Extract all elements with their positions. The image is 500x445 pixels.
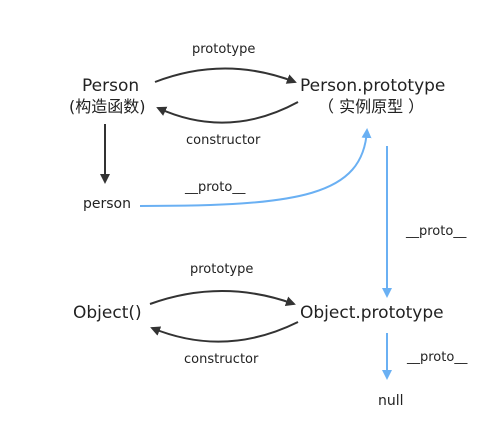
prototype-edge-label-top: prototype — [192, 42, 256, 57]
constructor-arrow-bottom — [150, 321, 299, 343]
proto-arrow-person — [139, 128, 372, 207]
person-prototype-label: Person.prototype — [300, 76, 446, 96]
person-constructor-label: Person — [82, 76, 140, 96]
person-prototype-subtitle: （ 实例原型 ） — [318, 97, 425, 116]
proto-edge-label-object-prototype: __proto__ — [407, 350, 468, 365]
prototype-arrow-bottom — [149, 290, 296, 306]
proto-edge-label-person-prototype: __proto__ — [406, 224, 467, 239]
null-label: null — [378, 393, 404, 409]
prototype-edge-label-bottom: prototype — [190, 262, 254, 277]
person-constructor-subtitle: (构造函数) — [69, 97, 146, 116]
person-instance-label: person — [83, 196, 131, 212]
prototype-arrow-top — [154, 67, 297, 84]
constructor-edge-label-bottom: constructor — [184, 352, 259, 367]
proto-edge-label-person: __proto__ — [185, 180, 246, 195]
object-constructor-label: Object() — [73, 303, 142, 323]
constructor-arrow-top — [156, 101, 299, 124]
object-prototype-label: Object.prototype — [300, 303, 444, 323]
constructor-edge-label-top: constructor — [186, 133, 261, 148]
